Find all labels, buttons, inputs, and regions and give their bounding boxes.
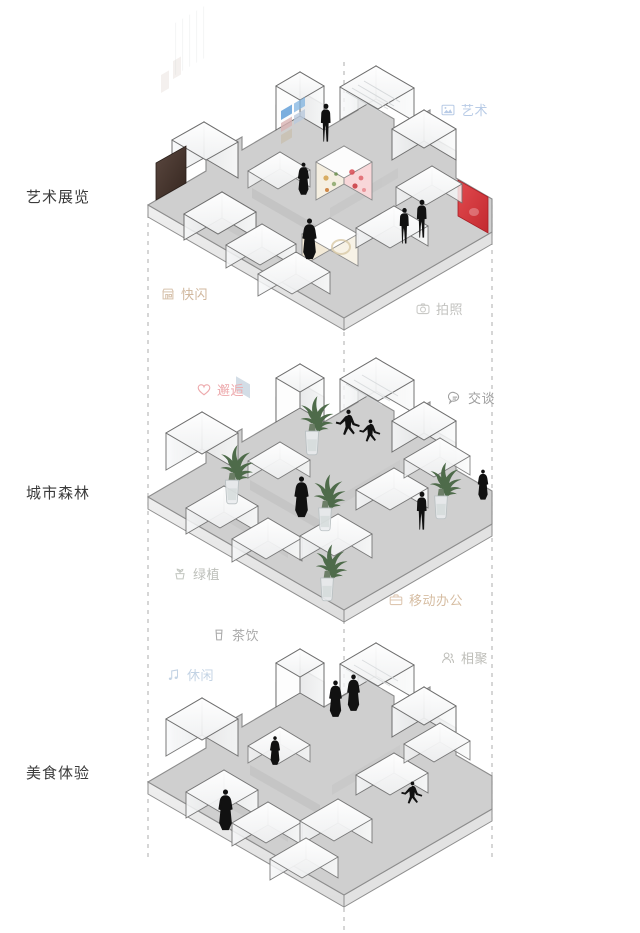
annotation-tag-plants[interactable]: 绿植 xyxy=(172,564,220,583)
briefcase-icon xyxy=(388,592,403,607)
annotation-tag-label: 休闲 xyxy=(187,669,215,684)
booth-unit xyxy=(231,801,303,847)
booth-unit xyxy=(185,769,259,819)
booth-unit xyxy=(299,798,373,846)
annotation-tag-tea[interactable]: 茶饮 xyxy=(211,625,259,644)
level-label-art-exhibition: 艺术展览 xyxy=(26,188,91,206)
annotation-tag-label: 拍照 xyxy=(436,303,464,318)
level-label-food-experience: 美食体验 xyxy=(26,764,91,782)
booth-unit xyxy=(391,686,457,738)
artwork-prints xyxy=(281,97,305,144)
annotation-tag-art[interactable]: 艺术 xyxy=(440,100,488,119)
booth-unit xyxy=(403,722,471,764)
annotation-tag-photo[interactable]: 拍照 xyxy=(415,299,463,318)
annotation-tag-label: 绿植 xyxy=(193,568,221,583)
booth-unit xyxy=(247,441,311,480)
annotation-tag-gathering[interactable]: 相聚 xyxy=(440,648,488,667)
annotation-tag-popup[interactable]: 快闪 xyxy=(160,284,208,303)
annotation-tag-label: 茶饮 xyxy=(232,629,260,644)
booth-group-food xyxy=(165,642,471,881)
booth-unit xyxy=(395,165,463,207)
annotation-tag-label: 移动办公 xyxy=(409,594,464,609)
booth-unit xyxy=(355,467,429,511)
booth-group-back xyxy=(155,5,457,201)
level-urban-forest[interactable] xyxy=(146,357,493,623)
annotation-tag-label: 邂逅 xyxy=(217,384,245,399)
art-panel-dark-artwork xyxy=(161,56,181,94)
annotation-tag-mobile-office[interactable]: 移动办公 xyxy=(388,590,463,609)
booth-unit xyxy=(403,437,471,479)
booth-unit xyxy=(339,65,415,122)
art-panel-dark xyxy=(155,145,187,201)
booth-unit xyxy=(339,357,415,414)
booth-unit xyxy=(269,837,339,881)
plant-icon xyxy=(172,566,187,581)
level-label-urban-forest: 城市森林 xyxy=(26,484,91,502)
heart-icon xyxy=(196,382,211,397)
annotation-tag-label: 交谈 xyxy=(468,392,496,407)
booth-unit xyxy=(225,223,297,399)
image-icon xyxy=(440,102,455,117)
booth-unit-art-wall xyxy=(275,71,325,144)
booth-unit xyxy=(165,697,239,757)
booth-unit xyxy=(391,401,457,453)
booth-unit xyxy=(231,517,303,563)
booth-unit xyxy=(257,251,331,297)
annotation-tag-label: 快闪 xyxy=(181,288,209,303)
annotation-tag-encounter[interactable]: 邂逅 xyxy=(196,380,244,399)
booth-unit xyxy=(165,411,239,471)
booth-unit xyxy=(170,5,240,179)
level-art-exhibition[interactable] xyxy=(146,5,493,473)
chat-icon xyxy=(447,390,462,405)
music-icon xyxy=(166,667,181,682)
booth-unit xyxy=(355,752,429,796)
booth-unit xyxy=(275,648,325,708)
people-icon xyxy=(440,650,455,665)
booth-group-front xyxy=(183,151,463,399)
booth-unit xyxy=(391,109,457,161)
booth-unit xyxy=(183,191,257,241)
storefront-icon xyxy=(160,286,175,301)
annotation-tag-talk[interactable]: 交谈 xyxy=(447,388,495,407)
level-food-experience[interactable] xyxy=(146,642,493,908)
annotation-tag-leisure[interactable]: 休闲 xyxy=(166,665,214,684)
annotation-tag-label: 相聚 xyxy=(461,652,489,667)
annotation-tag-label: 艺术 xyxy=(461,104,489,119)
cup-icon xyxy=(211,627,226,642)
camera-icon xyxy=(415,301,430,316)
